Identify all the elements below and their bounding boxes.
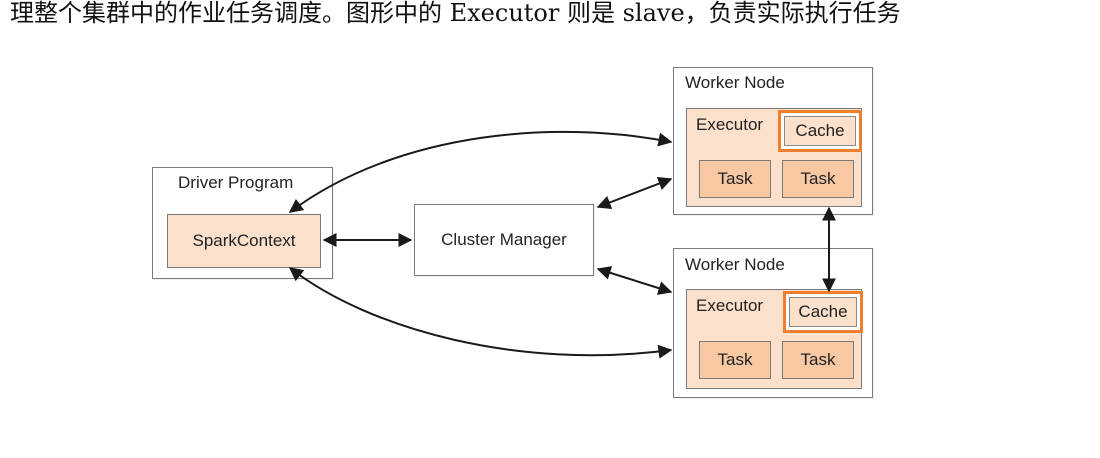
spark-context-box: SparkContext	[167, 214, 321, 268]
worker-node-2-title: Worker Node	[685, 255, 785, 274]
driver-program-title: Driver Program	[178, 173, 294, 192]
header-text: 理整个集群中的作业任务调度。图形中的 Executor 则是 slave，负责实…	[10, 0, 901, 27]
arrow-manager-to-worker-1	[596, 176, 673, 210]
worker-node-2: Worker Node Executor Cache Task Task	[673, 248, 873, 398]
task-2b-label: Task	[800, 350, 836, 369]
executor-1-box: Executor Cache Task Task	[686, 108, 862, 207]
worker-node-1: Worker Node Executor Cache Task Task	[673, 67, 873, 215]
executor-2-label: Executor	[696, 296, 764, 315]
task-1b-label: Task	[800, 169, 836, 188]
task-1a-label: Task	[717, 169, 753, 188]
cluster-manager-box: Cluster Manager	[414, 204, 594, 276]
driver-program-box: Driver Program SparkContext	[152, 167, 333, 279]
executor-2-box: Executor Cache Task Task	[686, 289, 863, 389]
arrow-context-to-worker-2	[288, 267, 673, 359]
task-2a-label: Task	[717, 350, 753, 369]
cache-2-label: Cache	[798, 302, 848, 321]
task-1a-box: Task	[699, 160, 771, 198]
spark-context-label: SparkContext	[192, 231, 296, 250]
cache-2-box: Cache	[783, 291, 863, 333]
worker-node-1-title: Worker Node	[685, 73, 785, 92]
task-2b-box: Task	[782, 341, 854, 379]
cache-1-label: Cache	[795, 121, 845, 140]
arrow-context-to-worker-1	[288, 130, 673, 213]
task-1b-box: Task	[782, 160, 854, 198]
arrow-manager-to-worker-2	[596, 266, 673, 295]
task-2a-box: Task	[699, 341, 771, 379]
executor-1-label: Executor	[696, 115, 764, 134]
cluster-manager-label: Cluster Manager	[441, 230, 567, 249]
cache-1-box: Cache	[778, 110, 862, 152]
